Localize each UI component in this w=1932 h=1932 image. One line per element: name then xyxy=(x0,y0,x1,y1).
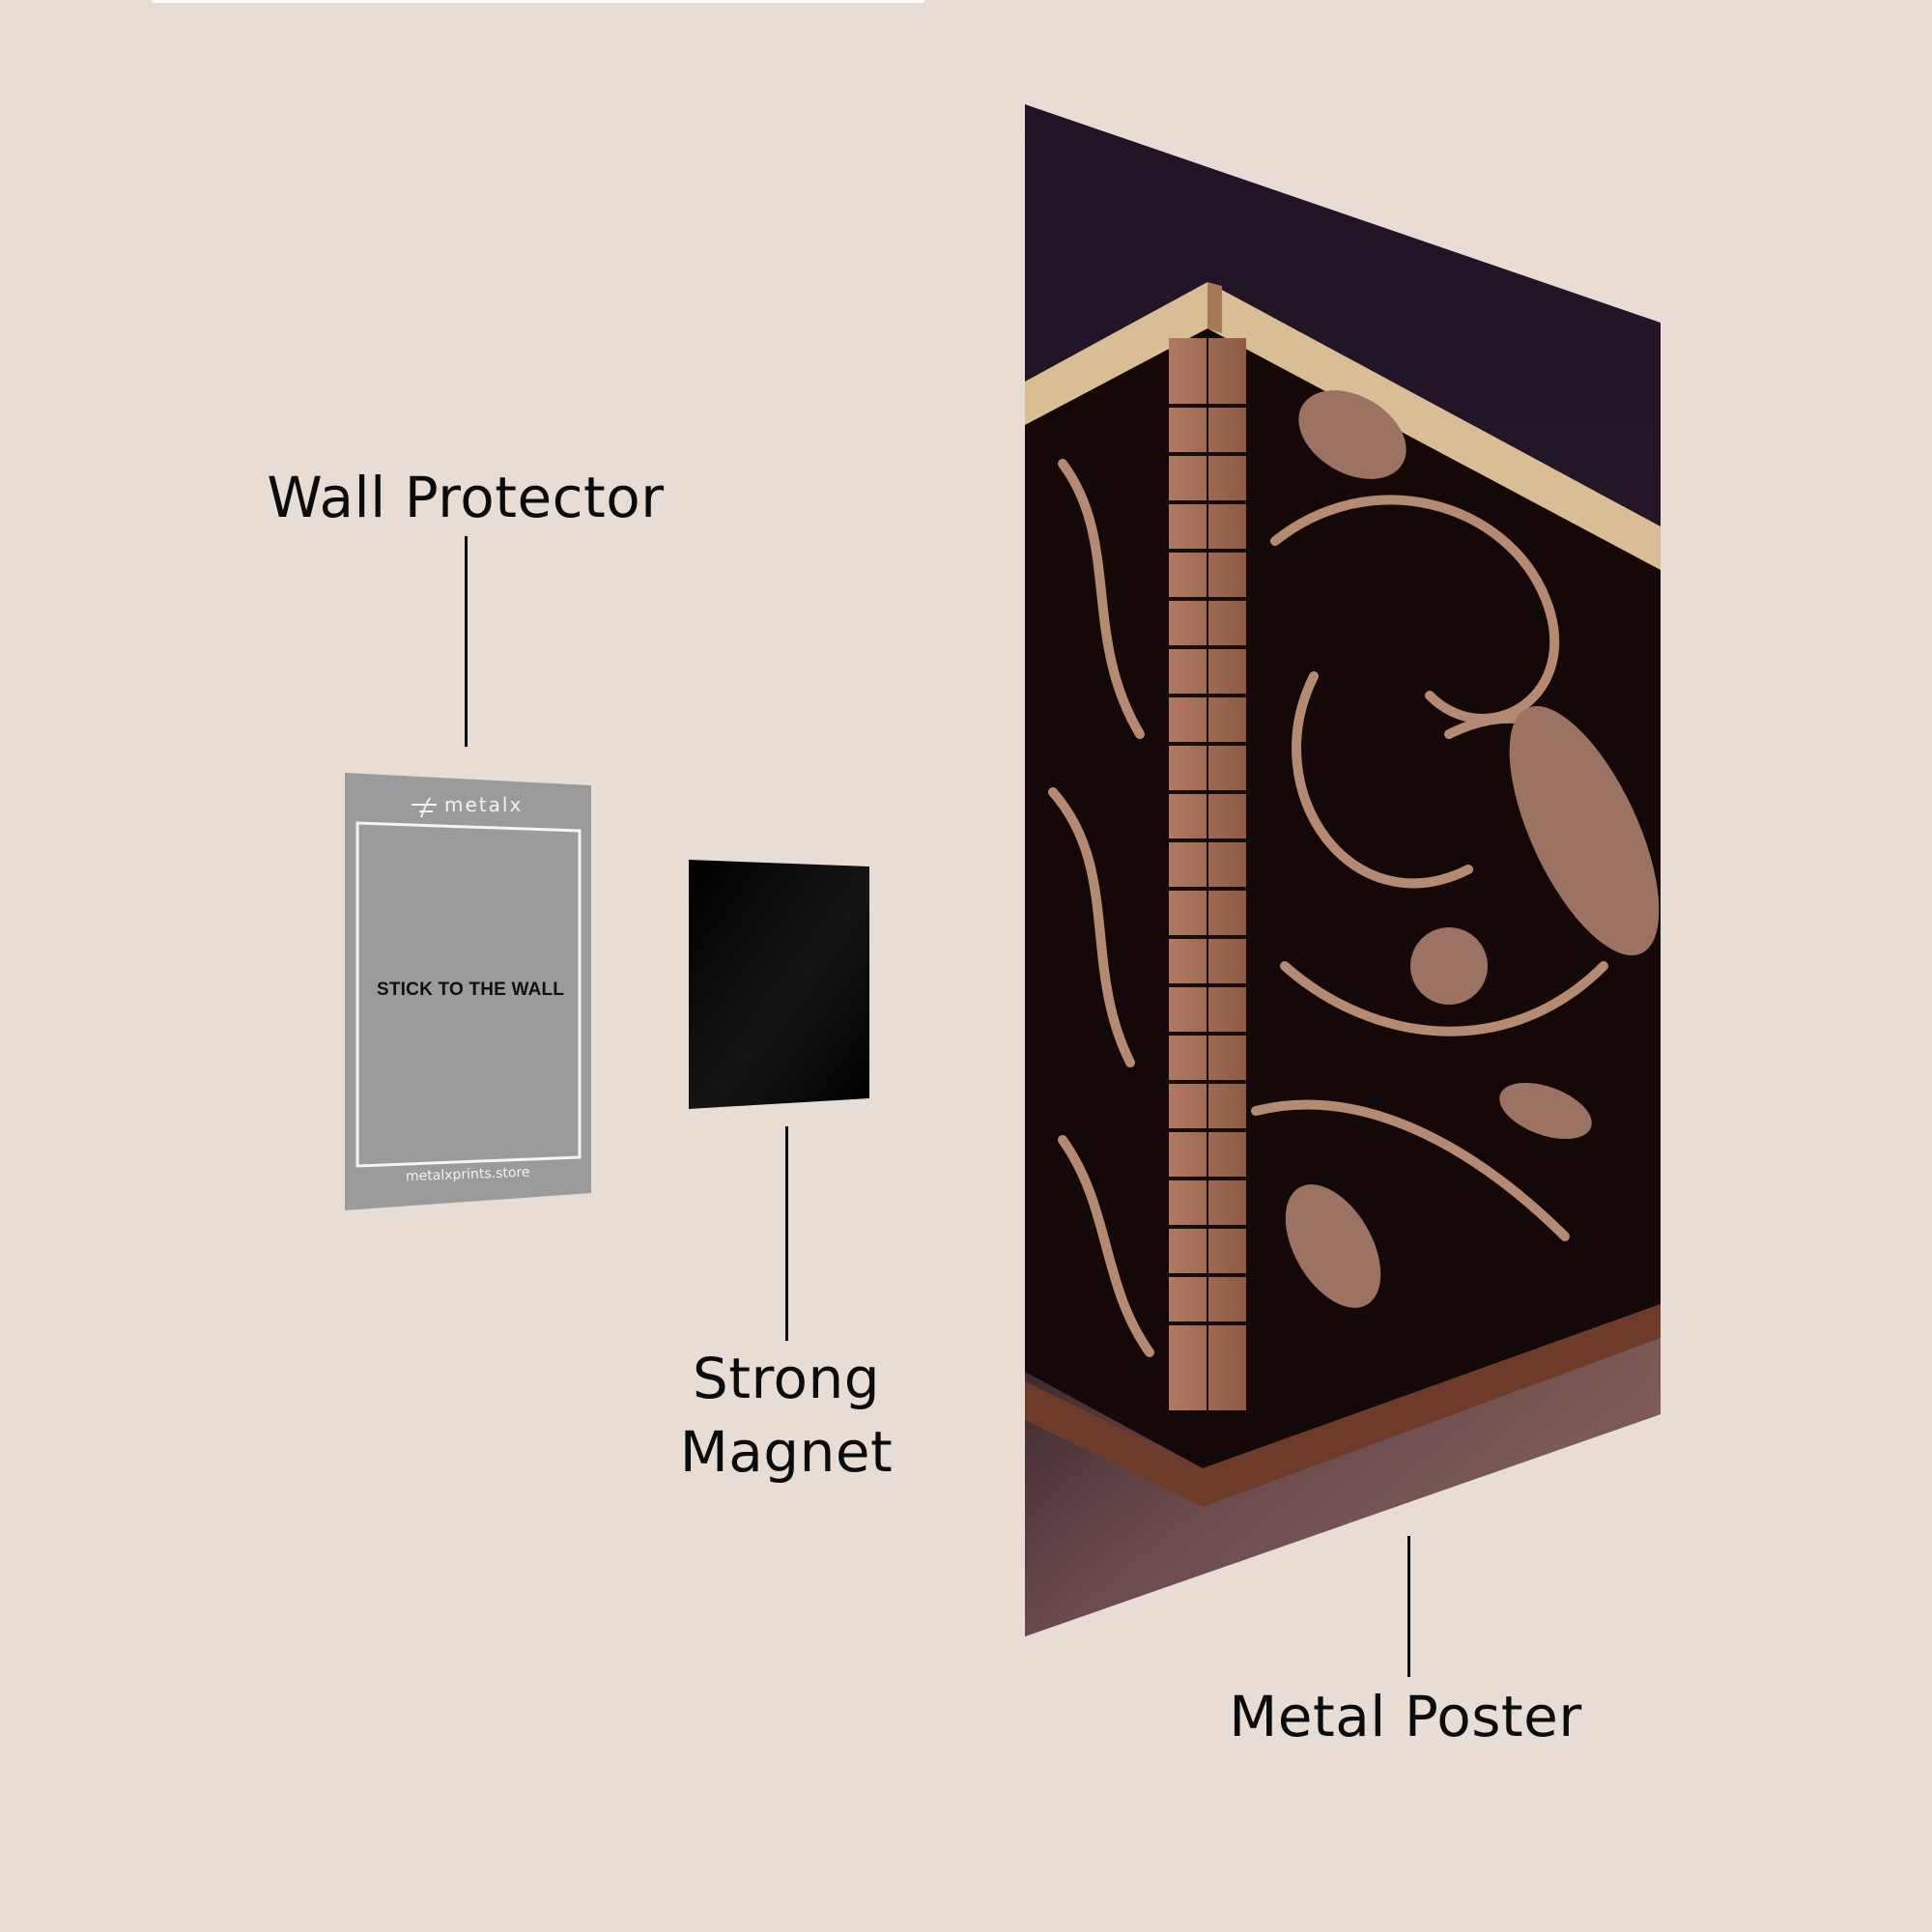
metal-poster-label: Metal Poster xyxy=(1229,1684,1582,1749)
strong-magnet-leader-line xyxy=(785,1126,788,1341)
protector-instruction: STICK TO THE WALL xyxy=(377,980,565,1000)
strong-magnet-label-line2: Magnet xyxy=(679,1419,894,1485)
top-edge-bar xyxy=(152,0,924,3)
wall-protector-label: Wall Protector xyxy=(267,465,665,530)
metal-poster-leader-line xyxy=(1407,1536,1410,1677)
strong-magnet-label-line1: Strong xyxy=(692,1346,881,1411)
protector-brand-logo: metalx xyxy=(444,793,524,816)
wall-protector-leader-line xyxy=(465,536,468,747)
metalx-logo-icon xyxy=(412,797,437,818)
